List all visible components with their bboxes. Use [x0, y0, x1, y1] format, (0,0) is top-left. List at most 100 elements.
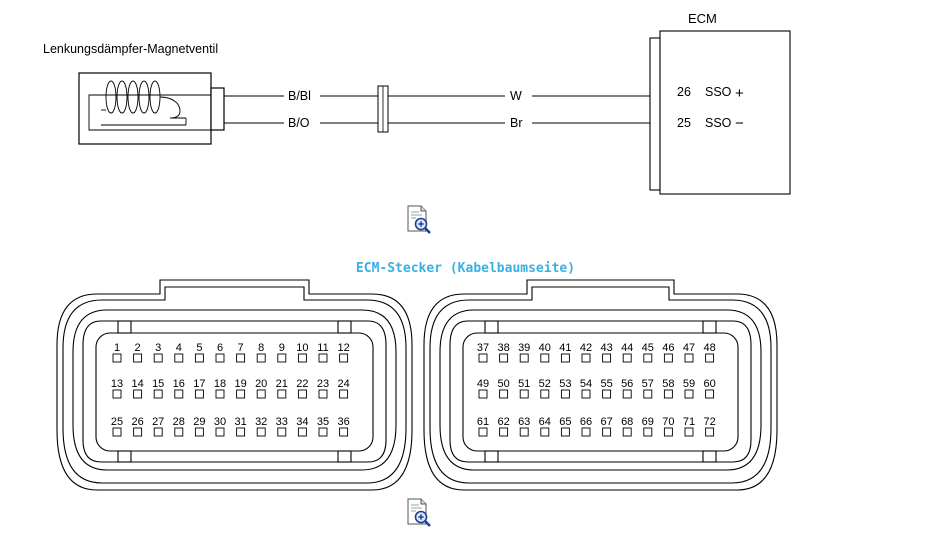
pin-number-label: 40 [539, 342, 551, 354]
pin-cavity [499, 389, 509, 399]
pin-number-label: 54 [580, 378, 592, 390]
pin-cavity [560, 427, 570, 437]
pin-number-label: 58 [662, 378, 674, 390]
pin-cavity [236, 353, 246, 363]
pin-cavity [602, 427, 612, 437]
pin-cavity [215, 427, 225, 437]
pin-number-label: 21 [276, 378, 288, 390]
pin-number-label: 2 [135, 342, 141, 354]
pin-number-label: 44 [621, 342, 633, 354]
pin-cavity [684, 427, 694, 437]
pin-number-label: 33 [276, 416, 288, 428]
pin-cavity [112, 389, 122, 399]
pin-cavity [174, 389, 184, 399]
pin-number-label: 72 [703, 416, 715, 428]
wire-label-b-o: B/O [288, 116, 310, 130]
pin-cavity [478, 427, 488, 437]
zoom-document-icon[interactable] [406, 498, 432, 528]
pin-cavity [194, 389, 204, 399]
pin-cavity [318, 427, 328, 437]
pin-cavity [540, 353, 550, 363]
pin-number-label: 56 [621, 378, 633, 390]
pin-number-label: 59 [683, 378, 695, 390]
wire-label-br: Br [510, 116, 523, 130]
pin-number-label: 30 [214, 416, 226, 428]
component-label: Lenkungsdämpfer-Magnetventil [43, 42, 218, 56]
zoom-document-icon[interactable] [406, 205, 432, 235]
pin-cavity [174, 353, 184, 363]
pin-number-label: 32 [255, 416, 267, 428]
pin-number-label: 50 [497, 378, 509, 390]
wire-label-w: W [510, 89, 522, 103]
pin-number-label: 43 [600, 342, 612, 354]
pin-cavity [684, 389, 694, 399]
pin-cavity [560, 389, 570, 399]
pin-cavity [153, 389, 163, 399]
pin-cavity [297, 353, 307, 363]
pin-number-label: 39 [518, 342, 530, 354]
pin-number-label: 71 [683, 416, 695, 428]
pin-number-label: 37 [477, 342, 489, 354]
connector-housing-left [56, 279, 413, 491]
connector-caption: ECM-Stecker (Kabelbaumseite) [355, 261, 576, 276]
pin-cavity [112, 353, 122, 363]
pin-number-label: 53 [559, 378, 571, 390]
ecm-pin-25-name: SSO [705, 116, 732, 130]
pin-cavity [256, 353, 266, 363]
solenoid-valve [78, 72, 225, 145]
pin-cavity [663, 353, 673, 363]
pin-cavity [519, 353, 529, 363]
pin-cavity [643, 427, 653, 437]
pin-cavity [339, 353, 349, 363]
pin-number-label: 24 [337, 378, 349, 390]
pin-number-label: 38 [497, 342, 509, 354]
pin-cavity [560, 353, 570, 363]
wires [224, 95, 652, 124]
pin-cavity [622, 353, 632, 363]
pin-cavity [174, 427, 184, 437]
pin-cavity [499, 427, 509, 437]
pin-number-label: 55 [600, 378, 612, 390]
pin-number-label: 41 [559, 342, 571, 354]
ecm-pin-26-name: SSO [705, 85, 732, 99]
pin-cavity [581, 353, 591, 363]
pin-cavity [133, 353, 143, 363]
pin-cavity [277, 353, 287, 363]
pin-number-label: 29 [193, 416, 205, 428]
wire-label-b-bl: B/Bl [288, 89, 311, 103]
pin-number-label: 36 [337, 416, 349, 428]
pin-cavity [705, 389, 715, 399]
ecm-box [649, 30, 791, 195]
pin-cavity [499, 353, 509, 363]
pin-number-label: 16 [173, 378, 185, 390]
pin-number-label: 13 [111, 378, 123, 390]
pin-cavity [643, 389, 653, 399]
pin-number-label: 10 [296, 342, 308, 354]
pin-cavity [663, 427, 673, 437]
pin-cavity [581, 389, 591, 399]
pin-number-label: 8 [258, 342, 264, 354]
ecm-pin-26-sign: + [735, 85, 744, 102]
pin-number-label: 45 [642, 342, 654, 354]
pin-cavity [602, 353, 612, 363]
pin-cavity [133, 389, 143, 399]
pin-number-label: 23 [317, 378, 329, 390]
pin-number-label: 68 [621, 416, 633, 428]
pin-number-label: 6 [217, 342, 223, 354]
pin-number-label: 5 [196, 342, 202, 354]
pin-number-label: 3 [155, 342, 161, 354]
ecm-pin-25-number: 25 [677, 116, 691, 130]
pin-cavity [663, 389, 673, 399]
ecm-pin-26-number: 26 [677, 85, 691, 99]
pin-cavity [236, 389, 246, 399]
pin-cavity [540, 389, 550, 399]
pin-number-label: 69 [642, 416, 654, 428]
ecm-label: ECM [688, 11, 717, 26]
pin-cavity [540, 427, 550, 437]
pin-number-label: 7 [238, 342, 244, 354]
pin-cavity [112, 427, 122, 437]
pin-number-label: 31 [234, 416, 246, 428]
pin-cavity [318, 353, 328, 363]
